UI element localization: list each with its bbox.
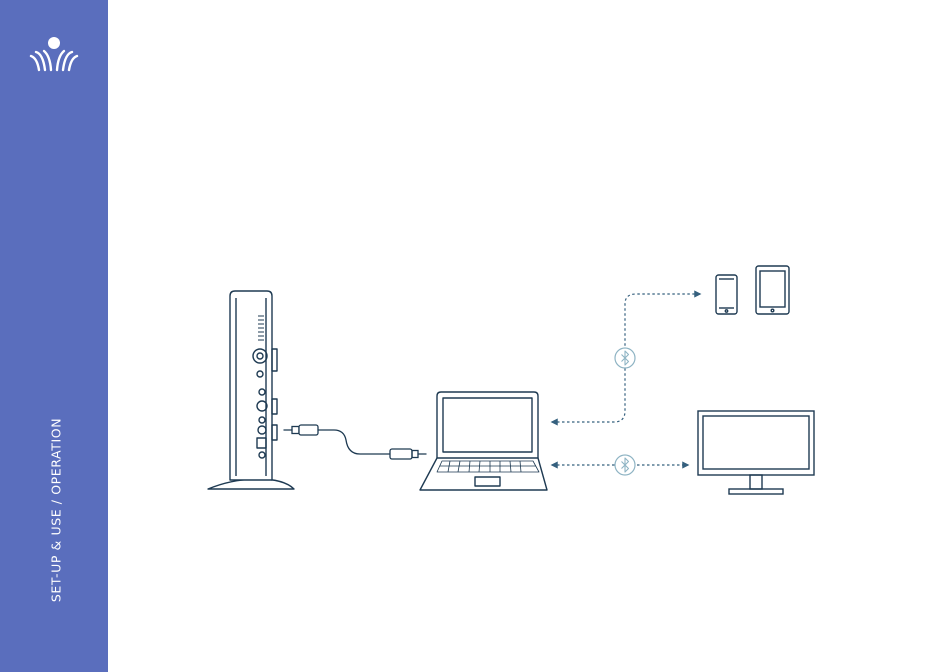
- tablet-icon: [756, 266, 789, 314]
- smartphone-icon: [716, 275, 737, 314]
- hub-device-icon: [208, 291, 294, 489]
- monitor-icon: [698, 411, 814, 494]
- laptop-icon: [420, 392, 547, 490]
- bluetooth-link-monitor: [552, 455, 688, 475]
- audio-cable-icon: [284, 425, 426, 459]
- bluetooth-link-mobile: [552, 294, 700, 422]
